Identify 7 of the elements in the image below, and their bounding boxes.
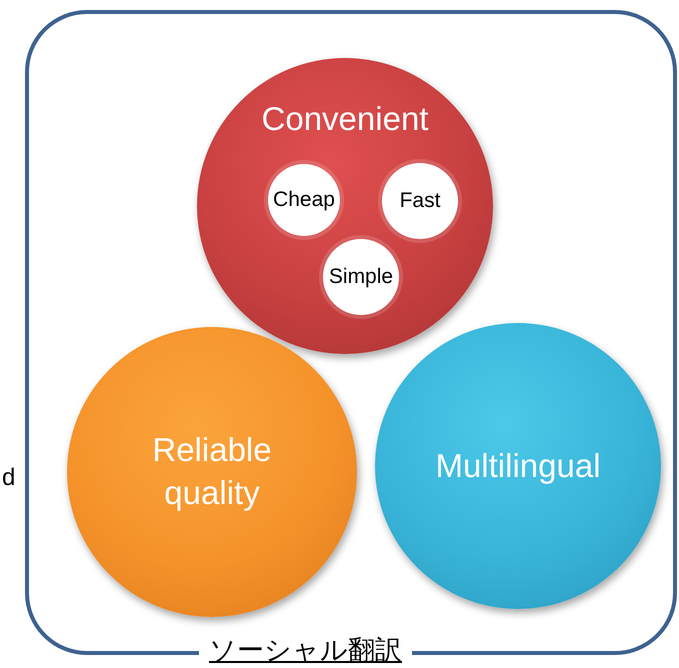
small-circle: Fast: [382, 163, 458, 239]
small-circle: Cheap: [268, 164, 340, 236]
small-circle: Simple: [323, 239, 399, 315]
cut-off-text: d: [2, 464, 16, 492]
circle: Reliable quality: [67, 327, 357, 617]
circle: Convenient Cheap Fast Simple: [197, 58, 493, 354]
circle: Multilingual: [375, 323, 661, 609]
